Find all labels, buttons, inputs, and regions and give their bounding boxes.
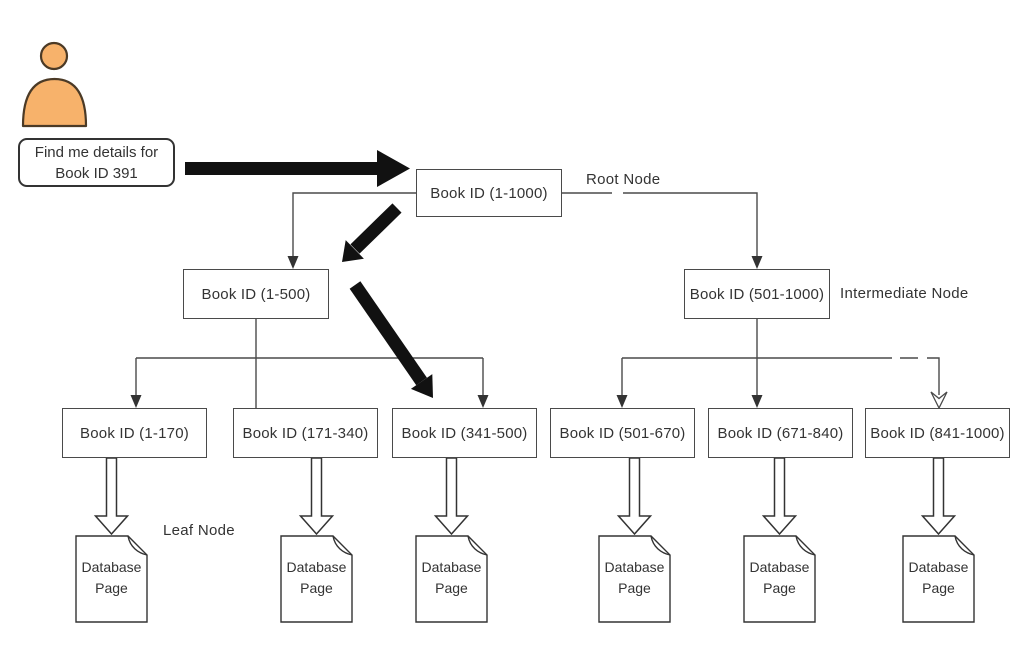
node-leaf-1: Book ID (1-170) [62, 408, 207, 458]
search-arrow-2-head [342, 240, 364, 262]
person-head [39, 41, 69, 71]
page-fold [795, 535, 816, 556]
leaf-to-page-arrow-2 [298, 457, 335, 536]
page-text: Database Page [598, 557, 671, 599]
leaf-to-page-arrow-5 [761, 457, 798, 536]
page-text-line1: Database [81, 559, 142, 575]
page-icon [75, 535, 148, 623]
page-text: Database Page [743, 557, 816, 599]
arrowheads [130, 256, 763, 408]
page-outline [75, 535, 148, 623]
node-leaf-6-label: Book ID (841-1000) [870, 424, 1005, 442]
connector-root-to-left [292, 192, 416, 257]
node-intermediate-right-label: Book ID (501-1000) [689, 285, 825, 303]
page-outline [598, 535, 671, 623]
leaf-to-page-arrow-4 [616, 457, 653, 536]
connector-root-right-b [623, 192, 758, 257]
page-icon [902, 535, 975, 623]
database-page-4: Database Page [598, 535, 671, 623]
page-fold [127, 535, 148, 556]
person-icon [20, 40, 110, 130]
person-body [21, 77, 88, 128]
arrowhead-left-int [287, 256, 299, 269]
page-text-line2: Page [763, 580, 796, 596]
search-arrow-3-head [410, 374, 433, 398]
page-text-line2: Page [300, 580, 333, 596]
page-fold [650, 535, 671, 556]
arrowhead-leaf1 [130, 395, 142, 408]
node-leaf-4-label: Book ID (501-670) [559, 424, 686, 442]
page-fold [467, 535, 488, 556]
root-node-label: Root Node [586, 171, 661, 188]
node-root-label: Book ID (1-1000) [430, 184, 548, 202]
page-icon [280, 535, 353, 623]
page-text-line1: Database [421, 559, 482, 575]
page-text-line2: Page [922, 580, 955, 596]
page-text-line2: Page [618, 580, 651, 596]
node-leaf-6: Book ID (841-1000) [865, 408, 1010, 458]
page-fold [332, 535, 353, 556]
leaf-node-label: Leaf Node [163, 522, 235, 539]
page-fold [954, 535, 975, 556]
leaf-to-page-arrow-6 [920, 457, 957, 536]
leaf-to-page-arrow-3 [433, 457, 470, 536]
page-icon [415, 535, 488, 623]
page-outline [743, 535, 816, 623]
node-leaf-1-label: Book ID (1-170) [80, 424, 189, 442]
search-arrow-root-to-intermediate [342, 203, 402, 262]
node-leaf-5-label: Book ID (671-840) [717, 424, 844, 442]
page-text: Database Page [415, 557, 488, 599]
page-text: Database Page [902, 557, 975, 599]
node-leaf-3: Book ID (341-500) [392, 408, 537, 458]
node-leaf-5: Book ID (671-840) [708, 408, 853, 458]
database-page-2: Database Page [280, 535, 353, 623]
open-arrowhead-leaf6 [930, 391, 948, 410]
node-intermediate-left-label: Book ID (1-500) [201, 285, 311, 303]
query-bubble: Find me details for Book ID 391 [18, 138, 175, 187]
page-text: Database Page [280, 557, 353, 599]
page-text-line2: Page [95, 580, 128, 596]
connector-drop-leaf6 [927, 357, 940, 395]
database-page-6: Database Page [902, 535, 975, 623]
page-outline [280, 535, 353, 623]
arrowhead-leaf3 [477, 395, 489, 408]
page-icon [598, 535, 671, 623]
search-arrow-2-shaft [350, 203, 402, 254]
page-icon [743, 535, 816, 623]
page-outline [902, 535, 975, 623]
search-arrow-query-to-root [185, 150, 410, 187]
connector-lines [135, 192, 940, 408]
page-text-line2: Page [435, 580, 468, 596]
arrowhead-leaf5 [751, 395, 763, 408]
node-leaf-2: Book ID (171-340) [233, 408, 378, 458]
intermediate-node-label: Intermediate Node [840, 285, 969, 302]
search-path [185, 150, 433, 398]
database-page-1: Database Page [75, 535, 148, 623]
node-intermediate-right: Book ID (501-1000) [684, 269, 830, 319]
node-leaf-4: Book ID (501-670) [550, 408, 695, 458]
leaf-to-page-arrows [93, 457, 957, 536]
query-line-2: Book ID 391 [55, 164, 138, 182]
person-icon-graphic [21, 41, 88, 128]
arrowhead-right-int [751, 256, 763, 269]
node-leaf-3-label: Book ID (341-500) [401, 424, 528, 442]
arrowhead-leaf4 [616, 395, 628, 408]
page-text-line1: Database [749, 559, 810, 575]
page-text-line1: Database [286, 559, 347, 575]
database-page-3: Database Page [415, 535, 488, 623]
page-text: Database Page [75, 557, 148, 599]
query-line-1: Find me details for [34, 143, 159, 161]
node-leaf-2-label: Book ID (171-340) [242, 424, 369, 442]
leaf-to-page-arrow-1 [93, 457, 130, 536]
page-outline [415, 535, 488, 623]
search-arrow-3-shaft [349, 281, 427, 386]
page-text-line1: Database [604, 559, 665, 575]
node-intermediate-left: Book ID (1-500) [183, 269, 329, 319]
search-arrow-intermediate-to-leaf [349, 281, 433, 398]
database-page-5: Database Page [743, 535, 816, 623]
node-root: Book ID (1-1000) [416, 169, 562, 217]
page-text-line1: Database [908, 559, 969, 575]
